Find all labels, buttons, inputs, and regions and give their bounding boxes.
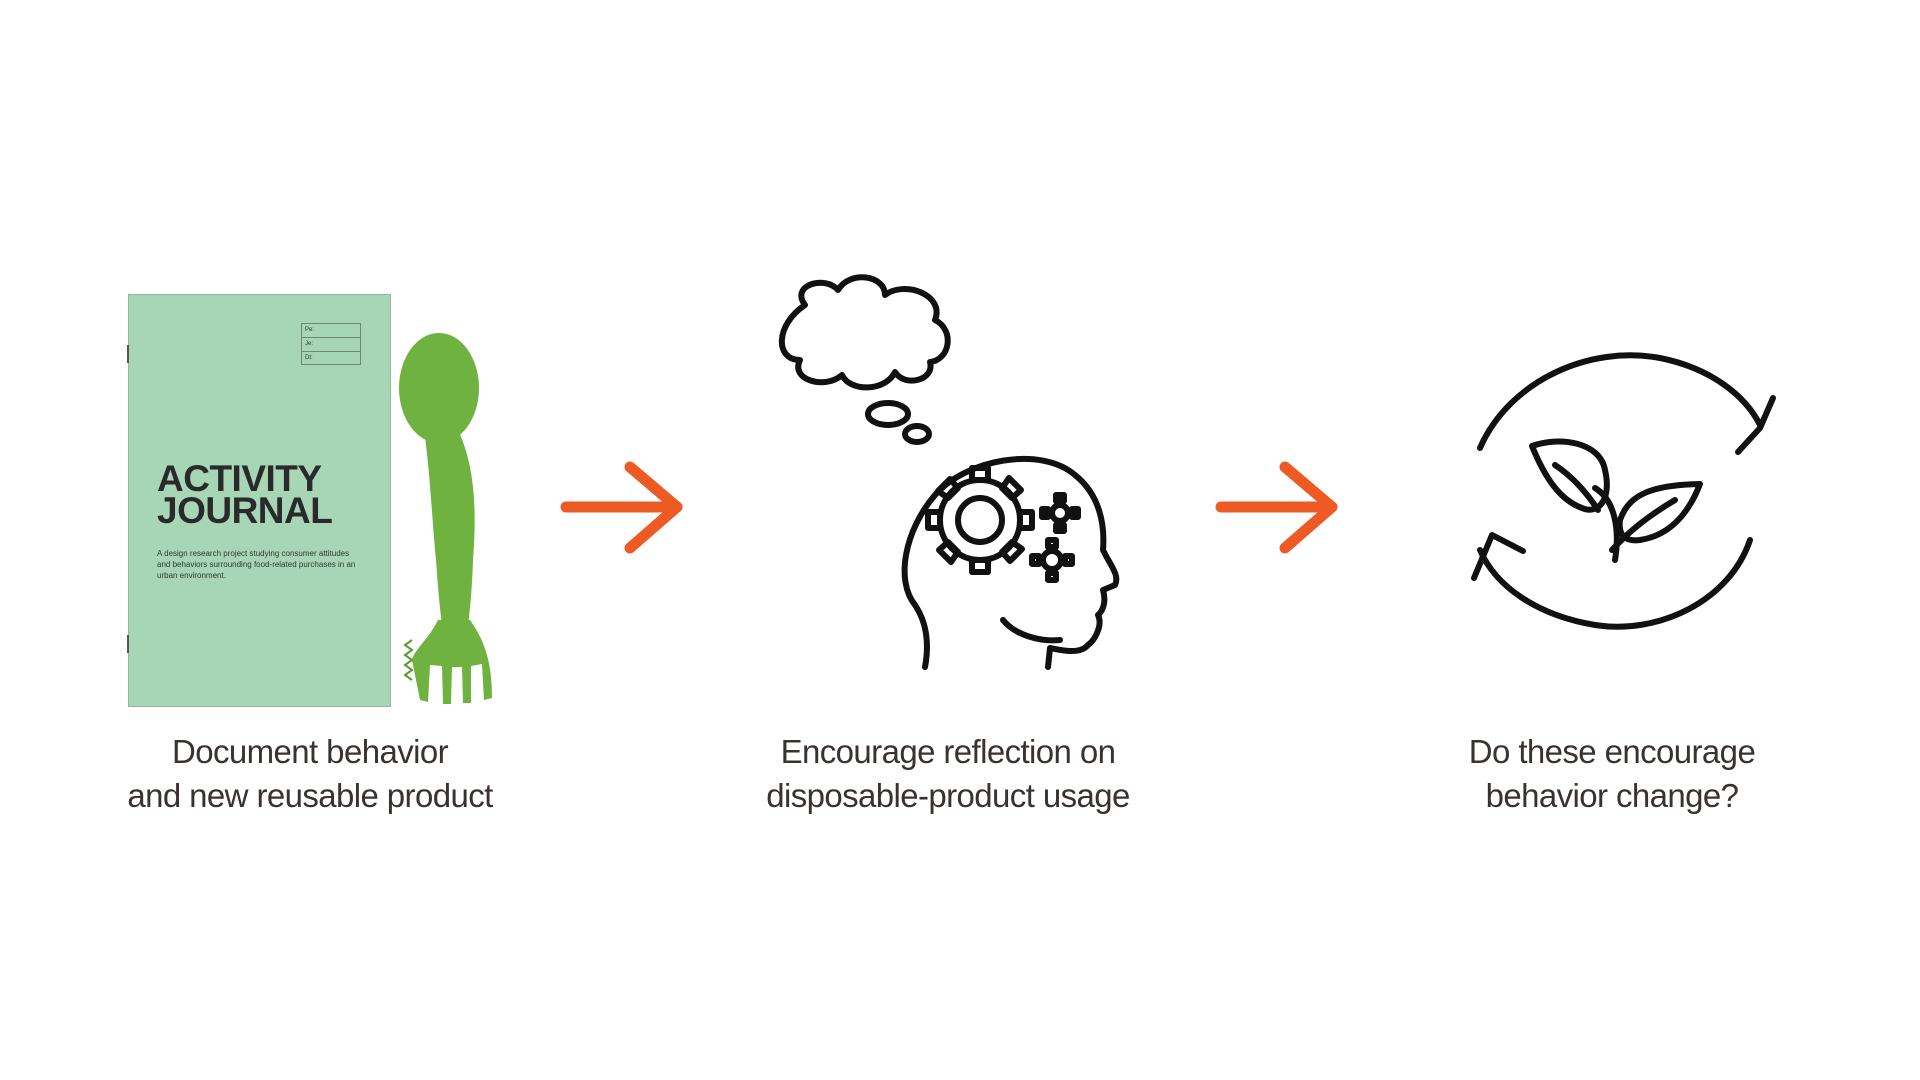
activity-journal-cover: Pe: Je: Dt: ACTIVITY JOURNAL A design re…: [127, 295, 390, 706]
binding-mark: [127, 345, 129, 363]
thought-cloud: [778, 274, 951, 391]
recycle-leaves-icon: [1471, 352, 1776, 630]
journal-field: Je:: [302, 338, 360, 352]
journal-field: Dt:: [305, 355, 313, 361]
gear-icon: [925, 465, 1035, 575]
leaf-vein: [1552, 462, 1601, 513]
leaf-vein: [1609, 497, 1678, 553]
spork-handle: [424, 430, 475, 625]
thought-bubble: [865, 400, 911, 428]
caption-line: behavior change?: [1485, 777, 1739, 814]
arrow-right-icon: [1215, 461, 1338, 554]
spork-serrated-edge: [403, 639, 414, 681]
journal-title-line: ACTIVITY: [157, 458, 322, 499]
leaf-stem: [1592, 485, 1620, 563]
spork-image: [399, 333, 492, 704]
caption-line: Encourage reflection on: [780, 733, 1116, 770]
journal-field-box: Pe: Je: Dt:: [301, 323, 361, 365]
gear-icon: [1039, 492, 1081, 534]
cycle-arrowhead: [1735, 395, 1776, 455]
spork-fork: [412, 620, 492, 704]
cycle-arc-top: [1477, 352, 1763, 451]
step-caption-reflection: Encourage reflection on disposable-produ…: [718, 730, 1178, 818]
leaf-icon: [1529, 438, 1610, 513]
spork-bowl: [399, 333, 479, 443]
binding-mark: [127, 635, 129, 653]
gear-icon: [1029, 537, 1075, 583]
cycle-arc-bottom: [1477, 537, 1753, 630]
head-outline: [901, 455, 1120, 670]
caption-line: Do these encourage: [1468, 733, 1756, 770]
journal-title-line: JOURNAL: [157, 490, 333, 531]
journal-description: A design research project studying consu…: [157, 549, 356, 580]
journal-field: Pe:: [302, 324, 360, 338]
caption-line: Document behavior: [172, 733, 449, 770]
head-gears-thought-icon: [778, 274, 1120, 670]
cycle-arrowhead: [1471, 532, 1526, 581]
thought-bubble: [902, 423, 932, 445]
step-caption-document: Document behavior and new reusable produ…: [80, 730, 540, 818]
caption-line: disposable-product usage: [766, 777, 1130, 814]
journal-title: ACTIVITY JOURNAL: [157, 458, 333, 531]
caption-line: and new reusable product: [127, 777, 493, 814]
jaw-line: [1000, 617, 1063, 644]
arrow-right-icon: [560, 461, 683, 554]
step-caption-behavior-change: Do these encourage behavior change?: [1382, 730, 1842, 818]
